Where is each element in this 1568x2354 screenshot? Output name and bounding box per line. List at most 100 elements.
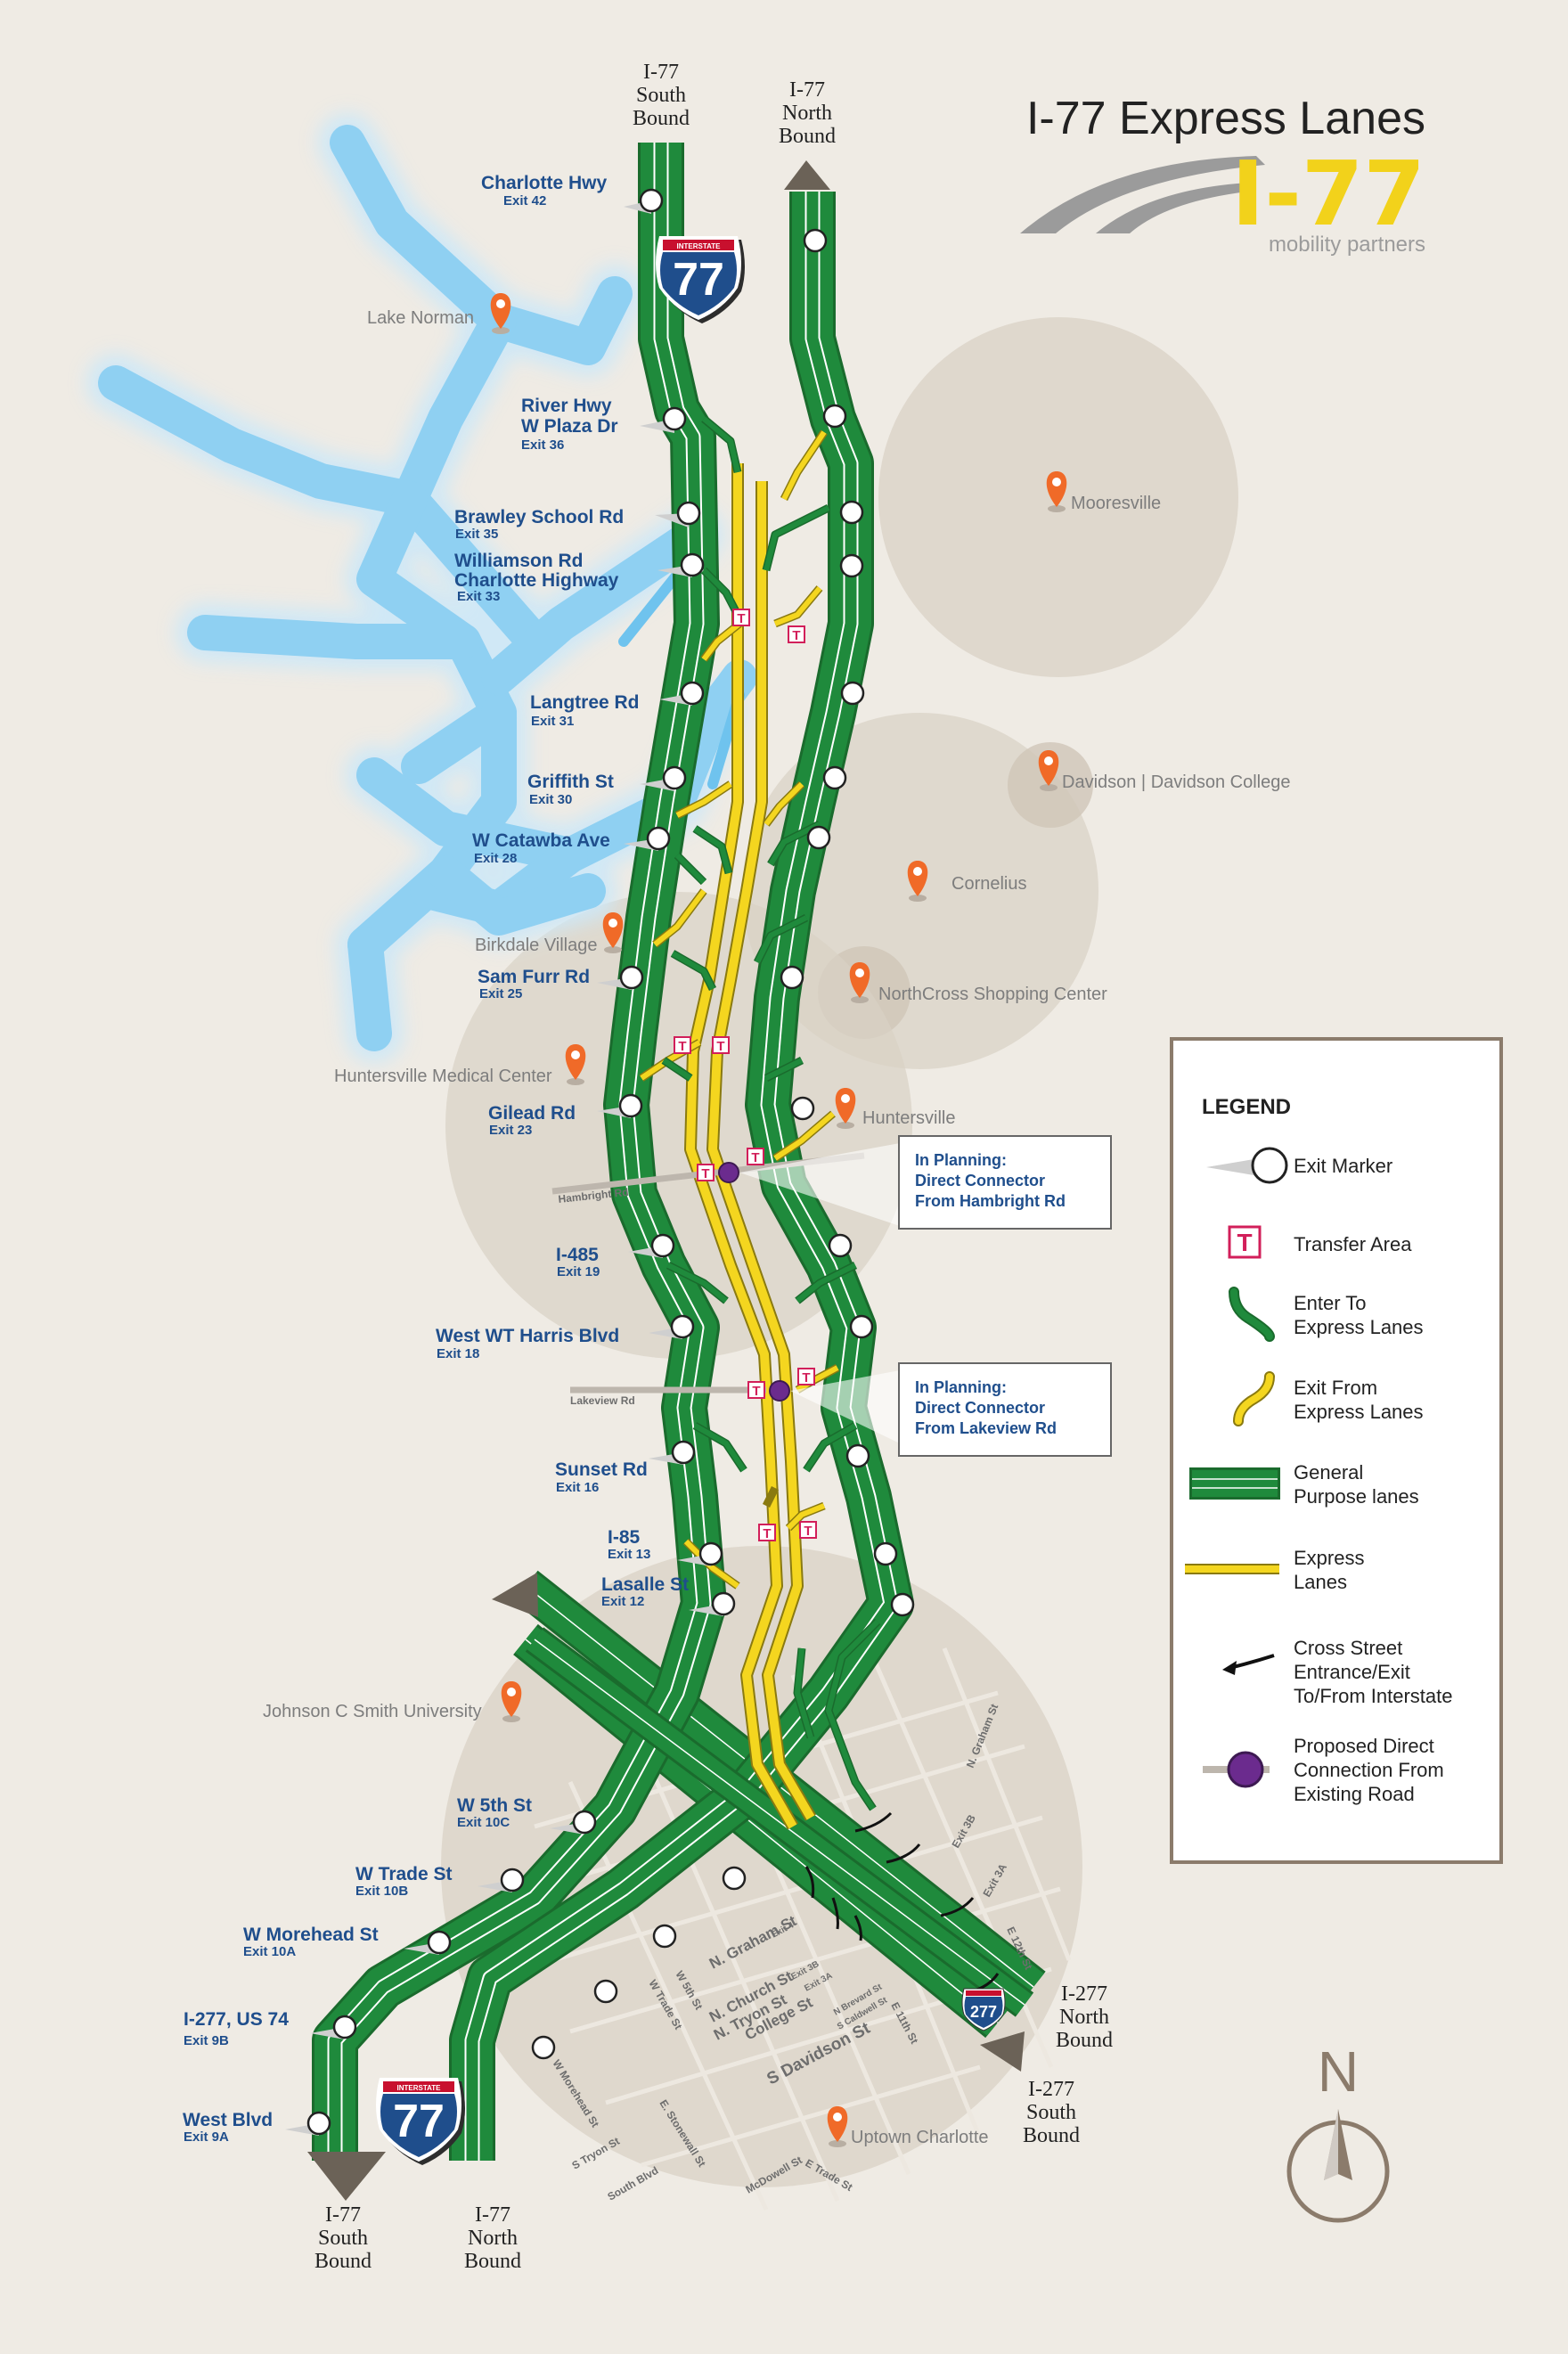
exit-marker [593,1979,618,2004]
direction-line: Bound [1056,2029,1113,2052]
exit-number: Exit 12 [601,1594,644,1609]
pin-icon [1046,471,1067,512]
exit-name: River Hwy [521,396,612,416]
transfer-area-icon: T [1228,1225,1262,1259]
exit-label: Charlotte Hwy Exit 42 [481,173,608,208]
exit-marker [828,1233,853,1258]
direction-line: Bound [633,107,690,130]
legend-label: Entrance/Exit [1294,1661,1410,1683]
logo-text: I-77 [1231,142,1425,246]
exit-number: Exit 35 [455,527,498,542]
transfer-area-icon: T [747,1381,765,1399]
legend-item: Enter To Express Lanes [1229,1287,1424,1342]
svg-text:T: T [1237,1229,1252,1256]
exit-marker [478,1868,525,1892]
south-arrow-bottom [307,2152,386,2201]
top-north-label: I-77 North Bound [779,78,836,148]
bottom-south-label: I-77 South Bound [314,2203,372,2273]
exit-marker [790,1096,815,1121]
exit-number: Exit 28 [474,851,517,866]
callout-hambright: In Planning: Direct Connector From Hambr… [898,1135,1112,1230]
exit-marker [649,1440,696,1465]
exit-marker [624,188,664,214]
direction-line: North [468,2227,518,2250]
svg-text:T: T [716,1039,724,1054]
exit-number: Exit 10B [355,1884,408,1899]
logo-swoosh-inner [1096,183,1254,233]
hambright-connector [718,1162,739,1183]
legend-item: Proposed Direct Connection From Existing… [1203,1735,1444,1805]
pin-icon [907,861,928,902]
place-label: Lake Norman [367,308,474,328]
svg-text:T: T [752,1384,760,1399]
exit-labels: Charlotte Hwy Exit 42 River Hwy W Plaza … [183,173,689,2145]
exit-marker [689,1591,736,1616]
exit-label: Brawley School Rd Exit 35 [454,507,624,542]
exit-number: Exit 9B [184,2033,229,2048]
exit-name: Lasalle St [601,1574,689,1595]
exit-name: West WT Harris Blvd [436,1326,619,1346]
transfer-area-icon: T [674,1036,691,1054]
legend-item: General Purpose lanes [1189,1461,1419,1508]
exit-label: Sunset Rd Exit 16 [555,1459,648,1495]
exit-name: Griffith St [527,772,614,792]
exit-name: Sam Furr Rd [478,967,590,987]
lakeview-connector [769,1380,790,1402]
exit-name: I-277, US 74 [184,2009,289,2030]
exit-marker [873,1541,898,1566]
exit-marker [597,1093,643,1118]
exit-label: I-85 Exit 13 [608,1527,650,1562]
transfer-area-icon: T [799,1521,817,1539]
exit-label: West WT Harris Blvd Exit 18 [436,1326,619,1361]
proposed-connectors [718,1143,900,1443]
direction-line: South [636,84,686,107]
page-title: I-77 Express Lanes [1026,93,1425,144]
exit-number: Exit 33 [457,589,500,604]
exit-number: Exit 25 [479,986,522,1001]
callout-line: In Planning: [915,1151,1007,1169]
top-south-label: I-77 South Bound [633,61,690,130]
legend-label: General [1294,1461,1363,1484]
exit-name: Gilead Rd [488,1103,576,1124]
i277-north-label: I-277 North Bound [1056,1982,1113,2052]
exit-label: Langtree Rd Exit 31 [530,692,640,729]
i277-south-label: I-277 South Bound [1023,2078,1080,2147]
exit-number: Exit 13 [608,1547,650,1562]
north-arrow-top [784,160,830,190]
place-label: Birkdale Village [475,936,598,955]
exit-name: I-85 [608,1527,641,1548]
exit-marker [628,1233,675,1258]
exit-marker [657,552,705,577]
exit-marker [655,501,701,527]
legend-label: Transfer Area [1294,1233,1412,1255]
exit-marker [550,1810,597,1835]
legend-heading: LEGEND [1202,1095,1291,1119]
callout-line: Direct Connector [915,1172,1045,1189]
transfer-area-icon: T [788,625,805,643]
svg-text:T: T [792,628,800,643]
exit-marker [890,1592,915,1617]
exit-label: W Catawba Ave Exit 28 [472,830,610,866]
exit-marker [722,1866,747,1891]
north-letter: N [1318,2039,1359,2104]
pin-icon [602,912,624,953]
legend-label: Exit Marker [1294,1155,1392,1177]
exit-label: West Blvd Exit 9A [183,2110,273,2145]
pin-icon [827,2106,848,2147]
direction-line: I-77 [325,2203,361,2227]
svg-text:T: T [701,1166,709,1181]
exit-marker [845,1443,870,1468]
exit-marker [624,826,671,851]
exit-number: Exit 36 [521,437,564,453]
place-label: Huntersville [862,1108,955,1128]
pin-icon [849,962,870,1003]
shield-top-text: INTERSTATE [396,2084,441,2092]
exit-name: Sunset Rd [555,1459,648,1480]
exit-name: Williamson Rd [454,551,584,571]
place-pins [490,293,1067,2147]
direction-arrows [307,160,1025,2201]
pin-icon [835,1088,856,1129]
exit-label: I-485 Exit 19 [556,1245,600,1279]
exit-label: W Trade St Exit 10B [355,1864,453,1899]
exit-label: W 5th St Exit 10C [457,1795,532,1830]
